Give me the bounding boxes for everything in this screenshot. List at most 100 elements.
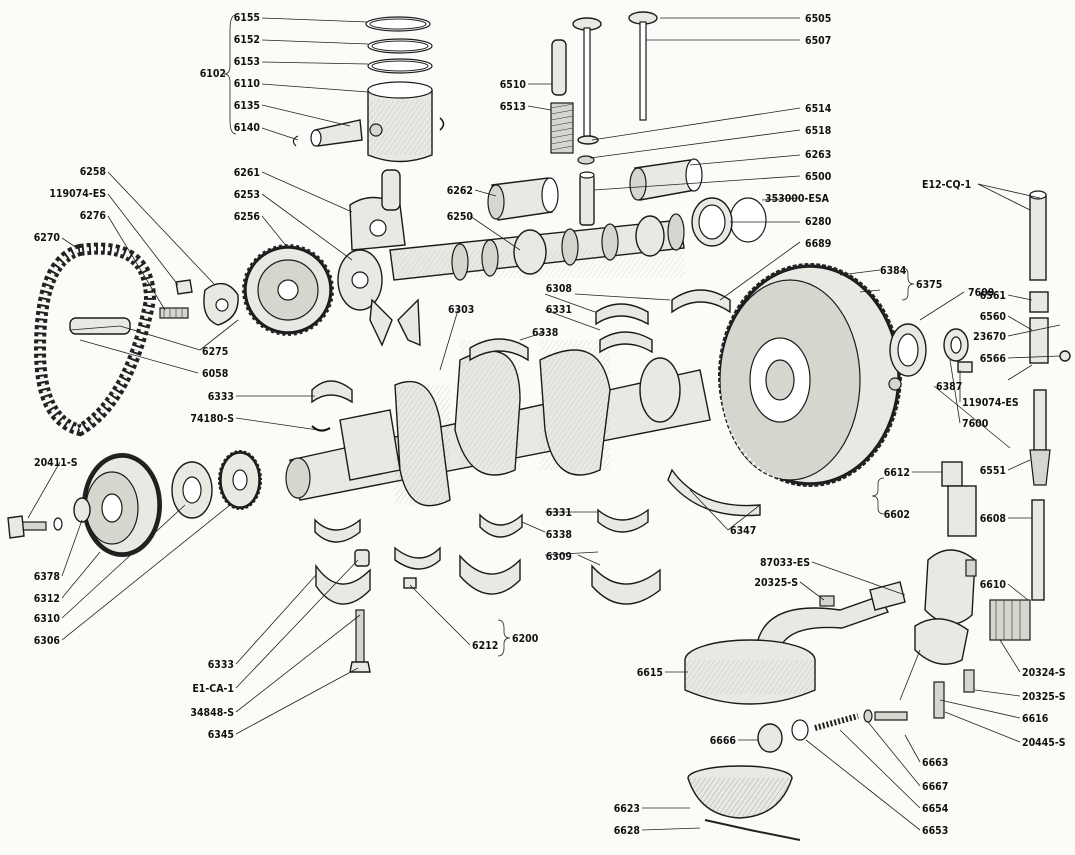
label-6306: 6306	[34, 635, 61, 647]
rear-oil-seal	[888, 323, 973, 391]
thrust-washers	[311, 425, 761, 517]
label-6331-bottom: 6331	[546, 507, 572, 519]
label-6666: 6666	[710, 735, 737, 747]
label-7600: 7600	[962, 418, 989, 430]
label-6263: 6263	[805, 149, 831, 161]
camshaft-bearing	[487, 177, 559, 221]
pulley-bolt	[7, 515, 63, 539]
label-6510: 6510	[500, 79, 527, 91]
crankshaft-pulley	[73, 453, 162, 557]
label-6561: 6561	[980, 290, 1006, 302]
label-6333-top: 6333	[208, 391, 234, 403]
valve-springs	[550, 102, 599, 165]
label-6689: 6689	[805, 238, 831, 250]
label-6155: 6155	[234, 12, 260, 24]
label-6500: 6500	[805, 171, 832, 183]
label-119074-es-right: 119074-ES	[962, 397, 1019, 409]
label-7609: 7609	[968, 287, 994, 299]
label-6250: 6250	[447, 211, 474, 223]
label-e12-cq-1: E12-CQ-1	[922, 179, 971, 191]
label-20324-s: 20324-S	[1022, 667, 1066, 679]
label-119074-es-top: 119074-ES	[49, 188, 106, 200]
label-6653: 6653	[922, 825, 948, 837]
label-6058: 6058	[202, 368, 228, 380]
oil-pump-inlet-tube	[757, 581, 906, 649]
oil-slinger	[171, 461, 213, 519]
label-e1-ca-1: E1-CA-1	[192, 683, 234, 695]
bearing-cap-bolts	[349, 549, 417, 673]
label-74180-s: 74180-S	[190, 413, 234, 425]
label-6140: 6140	[234, 122, 261, 134]
label-34848-s: 34848-S	[190, 707, 234, 719]
label-6602: 6602	[884, 509, 910, 521]
label-6551: 6551	[980, 465, 1006, 477]
label-6312: 6312	[34, 593, 60, 605]
label-6331-top: 6331	[546, 304, 572, 316]
oil-strainer-basket	[687, 765, 801, 841]
label-6270: 6270	[34, 232, 61, 244]
part-labels: 6155 6152 6153 6110 6135 6140 6102 6505 …	[34, 12, 1066, 837]
label-6200: 6200	[512, 633, 539, 645]
label-6610: 6610	[980, 579, 1007, 591]
label-6308: 6308	[546, 283, 572, 295]
label-6505: 6505	[805, 13, 831, 25]
label-6513: 6513	[500, 101, 526, 113]
label-6253: 6253	[234, 189, 260, 201]
label-6387: 6387	[936, 381, 962, 393]
label-6256: 6256	[234, 211, 261, 223]
flywheel	[716, 261, 904, 489]
crankshaft	[285, 340, 711, 507]
label-6378: 6378	[34, 571, 60, 583]
label-6258: 6258	[80, 166, 106, 178]
label-6628: 6628	[614, 825, 640, 837]
label-23670: 23670	[973, 331, 1006, 343]
label-353000-esa: 353000-ESA	[765, 193, 830, 205]
camshaft-gear	[240, 242, 336, 338]
label-6152: 6152	[234, 34, 260, 46]
oil-pump-body	[914, 461, 977, 719]
label-6667: 6667	[922, 781, 948, 793]
label-6375: 6375	[916, 279, 942, 291]
oil-screen	[684, 639, 816, 705]
label-6384: 6384	[880, 265, 907, 277]
label-6560: 6560	[980, 311, 1007, 323]
label-6309: 6309	[546, 551, 572, 563]
chain-tensioner	[159, 279, 239, 326]
label-6102: 6102	[200, 68, 226, 80]
label-6153: 6153	[234, 56, 260, 68]
relief-valve-parts	[757, 709, 908, 753]
label-6261: 6261	[234, 167, 260, 179]
label-20325-s-top: 20325-S	[754, 577, 798, 589]
piston-pin	[310, 119, 363, 147]
main-bearings-lower	[314, 508, 661, 605]
label-6518: 6518	[805, 125, 831, 137]
label-6612: 6612	[884, 467, 910, 479]
label-6333-bottom: 6333	[208, 659, 234, 671]
label-6623: 6623	[614, 803, 640, 815]
distributor-drive-shaft	[989, 190, 1071, 641]
label-6275: 6275	[202, 346, 228, 358]
piston	[367, 81, 433, 163]
label-87033-es: 87033-ES	[760, 557, 810, 569]
label-6615: 6615	[637, 667, 663, 679]
label-6514: 6514	[805, 103, 832, 115]
label-20445-s: 20445-S	[1022, 737, 1066, 749]
label-6663: 6663	[922, 757, 948, 769]
label-20325-s-bottom: 20325-S	[1022, 691, 1066, 703]
valve-tappets	[579, 158, 703, 226]
label-6507: 6507	[805, 35, 831, 47]
camshaft	[389, 213, 685, 281]
label-6310: 6310	[34, 613, 61, 625]
label-6338-top: 6338	[532, 327, 558, 339]
label-6654: 6654	[922, 803, 949, 815]
label-20411-s: 20411-S	[34, 457, 78, 469]
label-6338-bottom: 6338	[546, 529, 572, 541]
label-6345: 6345	[208, 729, 234, 741]
label-6616: 6616	[1022, 713, 1049, 725]
label-6262: 6262	[447, 185, 473, 197]
label-6608: 6608	[980, 513, 1006, 525]
timing-chain	[33, 242, 157, 437]
label-6110: 6110	[234, 78, 261, 90]
braces	[223, 14, 915, 657]
